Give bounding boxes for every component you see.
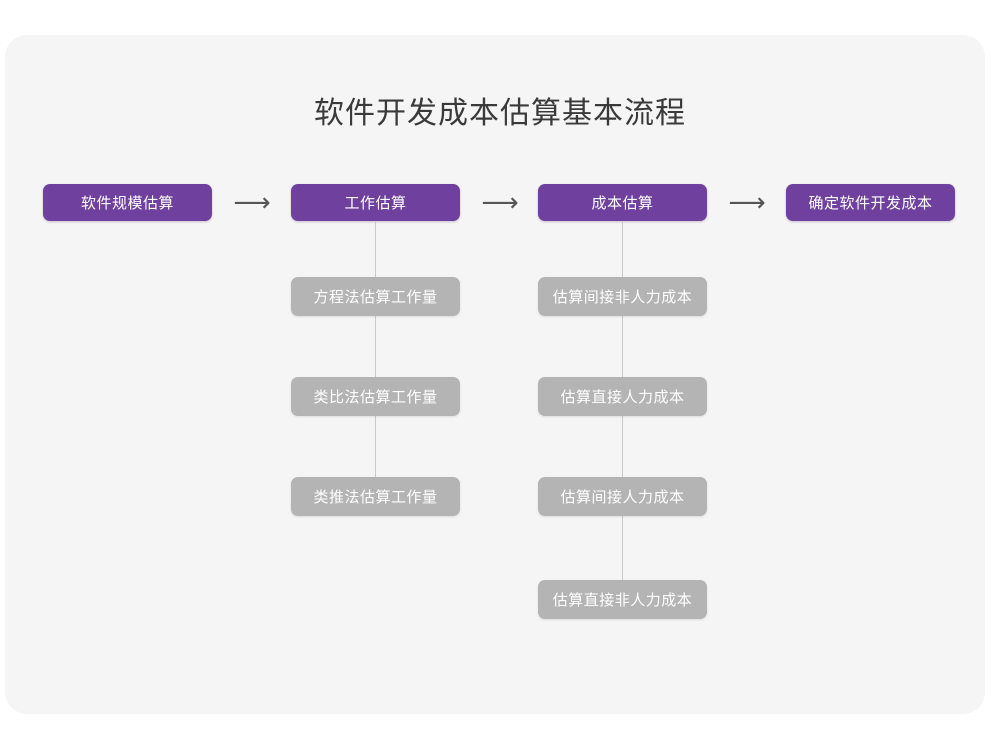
sub-node-label: 估算间接人力成本 [560,489,685,506]
connector-cost-3 [621,416,623,477]
flow-node-label: 工作估算 [344,195,407,212]
sub-node-equation-method-workload[interactable]: 方程法估算工作量 [291,277,460,316]
sub-node-indirect-non-labor-cost[interactable]: 估算间接非人力成本 [538,277,707,316]
flow-node-software-scale-estimation[interactable]: 软件规模估算 [43,184,212,221]
arrow-right-icon-3: ⟶ [728,187,766,217]
flow-node-cost-estimation[interactable]: 成本估算 [538,184,707,221]
flow-node-work-estimation[interactable]: 工作估算 [291,184,460,221]
sub-node-label: 类比法估算工作量 [313,389,438,406]
sub-node-indirect-labor-cost[interactable]: 估算间接人力成本 [538,477,707,516]
connector-cost-2 [621,316,623,377]
flow-node-label: 成本估算 [591,195,654,212]
sub-node-label: 估算直接非人力成本 [552,592,693,609]
flow-node-determine-development-cost[interactable]: 确定软件开发成本 [786,184,955,221]
sub-node-analogy-method-workload[interactable]: 类比法估算工作量 [291,377,460,416]
sub-node-label: 类推法估算工作量 [313,489,438,506]
sub-node-direct-non-labor-cost[interactable]: 估算直接非人力成本 [538,580,707,619]
sub-node-inference-method-workload[interactable]: 类推法估算工作量 [291,477,460,516]
content-card [5,35,985,714]
arrow-right-icon-1: ⟶ [233,187,271,217]
flow-node-label: 软件规模估算 [80,195,174,212]
page-title: 软件开发成本估算基本流程 [314,97,686,130]
sub-node-label: 估算直接人力成本 [560,389,685,406]
connector-cost-4 [621,516,623,580]
connector-work-3 [374,416,376,477]
arrow-right-icon-2: ⟶ [481,187,519,217]
connector-work-2 [374,316,376,377]
sub-node-label: 方程法估算工作量 [313,289,438,306]
flow-node-label: 确定软件开发成本 [808,195,933,212]
sub-node-label: 估算间接非人力成本 [552,289,693,306]
sub-node-direct-labor-cost[interactable]: 估算直接人力成本 [538,377,707,416]
connector-cost-1 [621,221,623,277]
connector-work-1 [374,221,376,277]
